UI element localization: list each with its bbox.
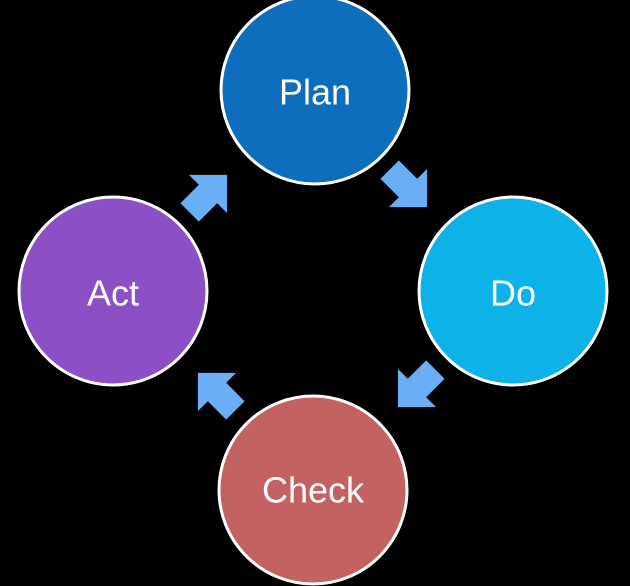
node-act-label: Act xyxy=(87,273,139,314)
node-act: Act xyxy=(17,195,209,387)
arrow-act-to-plan xyxy=(180,174,228,222)
node-do-label: Do xyxy=(490,273,536,314)
arrow-plan-to-do xyxy=(380,160,428,208)
arrow-do-to-check xyxy=(397,360,445,408)
node-check-label: Check xyxy=(262,470,365,511)
node-do: Do xyxy=(417,195,609,387)
node-plan-label: Plan xyxy=(279,72,351,113)
node-plan: Plan xyxy=(219,0,411,186)
arrow-check-to-act xyxy=(197,372,245,420)
node-check: Check xyxy=(217,394,409,586)
